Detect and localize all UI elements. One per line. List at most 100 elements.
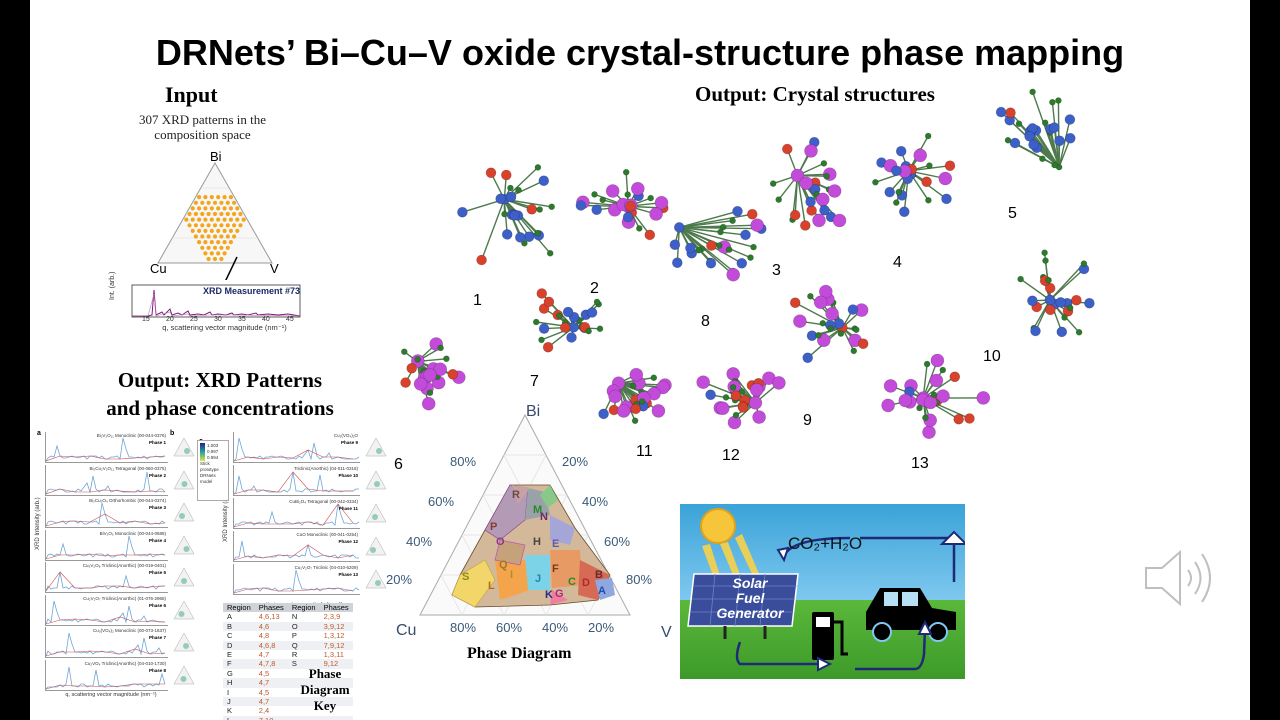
bond bbox=[678, 226, 734, 276]
panel-text: Solar bbox=[732, 575, 768, 591]
key-cell: 4,7,8 bbox=[254, 659, 288, 669]
slide-title: DRNets’ Bi–Cu–V oxide crystal-structure … bbox=[155, 32, 1125, 73]
region-letter-k: K bbox=[545, 589, 553, 601]
atom bbox=[812, 213, 826, 228]
atom bbox=[696, 375, 711, 390]
atom bbox=[575, 200, 587, 211]
x-tick: 30 bbox=[214, 316, 222, 323]
key-header-cell: Region bbox=[287, 603, 320, 613]
atom bbox=[521, 240, 528, 247]
key-header-cell: Phases bbox=[319, 603, 353, 613]
atom bbox=[827, 184, 842, 198]
pd-tick: 20% bbox=[386, 572, 413, 587]
key-cell: 4,7 bbox=[254, 678, 288, 688]
atom bbox=[630, 181, 645, 196]
xrd-phase-panel: Cu₂V₂O₇ Triclinic (04-010-6209)Phase 13 bbox=[233, 564, 360, 595]
composition-point bbox=[232, 200, 237, 205]
xrd-phase-name: Bi₂Cu₂V₂O₁₁ Tetragonal (00-060-0375) bbox=[89, 465, 167, 471]
phase-region-m bbox=[540, 485, 558, 508]
atom bbox=[1005, 107, 1016, 118]
key-cell: Q bbox=[287, 640, 320, 651]
atom bbox=[414, 356, 421, 363]
crystal-structure-3 bbox=[769, 136, 847, 231]
atom bbox=[833, 318, 845, 329]
key-cell bbox=[319, 678, 353, 688]
composition-point bbox=[203, 206, 208, 211]
atom bbox=[847, 304, 859, 315]
xrd-phase-name: Cu₃V₂O₈ Triclinic(Anorthic) (00-019-0401… bbox=[82, 563, 166, 568]
atom bbox=[616, 404, 631, 418]
bond bbox=[503, 199, 508, 235]
colorbar-legend: 1.003 0.997 0.994 Stick prototype DRNets… bbox=[197, 440, 229, 501]
atom bbox=[827, 325, 834, 332]
atom bbox=[433, 362, 448, 377]
atom bbox=[507, 184, 514, 192]
tri-label-cu: Cu bbox=[150, 261, 167, 276]
atom bbox=[536, 288, 548, 299]
atom bbox=[921, 176, 932, 188]
atom bbox=[1045, 304, 1056, 316]
key-cell: 3,9,12 bbox=[319, 621, 353, 632]
atom bbox=[1015, 120, 1023, 127]
atom bbox=[1027, 295, 1038, 307]
solar-fuel-illustration: CO₂+H₂O Solar Fuel Generator bbox=[680, 504, 965, 679]
atom bbox=[644, 229, 656, 241]
composition-point bbox=[219, 223, 224, 228]
xrd-phase-label: Phase 9 bbox=[340, 440, 358, 445]
key-cell: H bbox=[223, 678, 255, 688]
atom bbox=[1041, 249, 1048, 256]
atom bbox=[485, 167, 497, 179]
composition-point bbox=[193, 234, 198, 239]
composition-point bbox=[200, 245, 205, 250]
atom bbox=[566, 332, 577, 343]
key-cell bbox=[287, 678, 320, 688]
atom bbox=[413, 377, 428, 391]
atom bbox=[740, 229, 751, 241]
atom bbox=[818, 284, 833, 299]
atom bbox=[881, 398, 895, 413]
composition-point bbox=[232, 223, 237, 228]
atom bbox=[953, 413, 965, 425]
atom bbox=[501, 229, 513, 240]
atom bbox=[673, 222, 685, 233]
atom bbox=[922, 425, 936, 440]
colorbar bbox=[200, 443, 205, 461]
solar-panel-icon bbox=[687, 573, 799, 639]
composition-point bbox=[190, 217, 195, 222]
composition-point bbox=[216, 217, 221, 222]
key-cell: 4,6 bbox=[254, 621, 288, 632]
mini-ternary bbox=[173, 664, 195, 684]
atom bbox=[1061, 314, 1068, 321]
xrd-phase-label: Phase 5 bbox=[148, 570, 166, 575]
crystal-structure-13 bbox=[881, 353, 991, 440]
atom bbox=[752, 410, 766, 424]
xrd-heading: Output: XRD Patterns and phase concentra… bbox=[50, 366, 390, 422]
atom bbox=[775, 196, 783, 203]
composition-point bbox=[206, 245, 211, 250]
atom bbox=[685, 242, 696, 254]
atom bbox=[538, 323, 550, 334]
atom bbox=[832, 213, 847, 228]
atom bbox=[598, 408, 609, 420]
atom bbox=[895, 188, 903, 196]
atom bbox=[736, 257, 748, 269]
key-header-cell: Region bbox=[223, 603, 255, 613]
key-cell: 4,7 bbox=[254, 697, 288, 707]
xrd-phase-panel: Cu₂VO₄ Triclinic(Anorthic) (04-010-1730)… bbox=[45, 659, 168, 691]
atom bbox=[543, 296, 555, 308]
atom bbox=[695, 247, 703, 254]
atom bbox=[1051, 161, 1058, 169]
colorbar-tick: 1.003 bbox=[207, 443, 219, 448]
key-cell: N bbox=[291, 612, 298, 622]
atom bbox=[976, 391, 991, 405]
region-letter-b: B bbox=[595, 569, 603, 581]
bond bbox=[1053, 127, 1060, 168]
composition-point bbox=[238, 211, 243, 217]
speaker-icon[interactable] bbox=[1140, 548, 1220, 608]
mini-ternary bbox=[365, 437, 387, 457]
structure-number: 4 bbox=[893, 254, 902, 271]
mini-ternary bbox=[173, 437, 195, 457]
atom bbox=[1029, 88, 1036, 96]
